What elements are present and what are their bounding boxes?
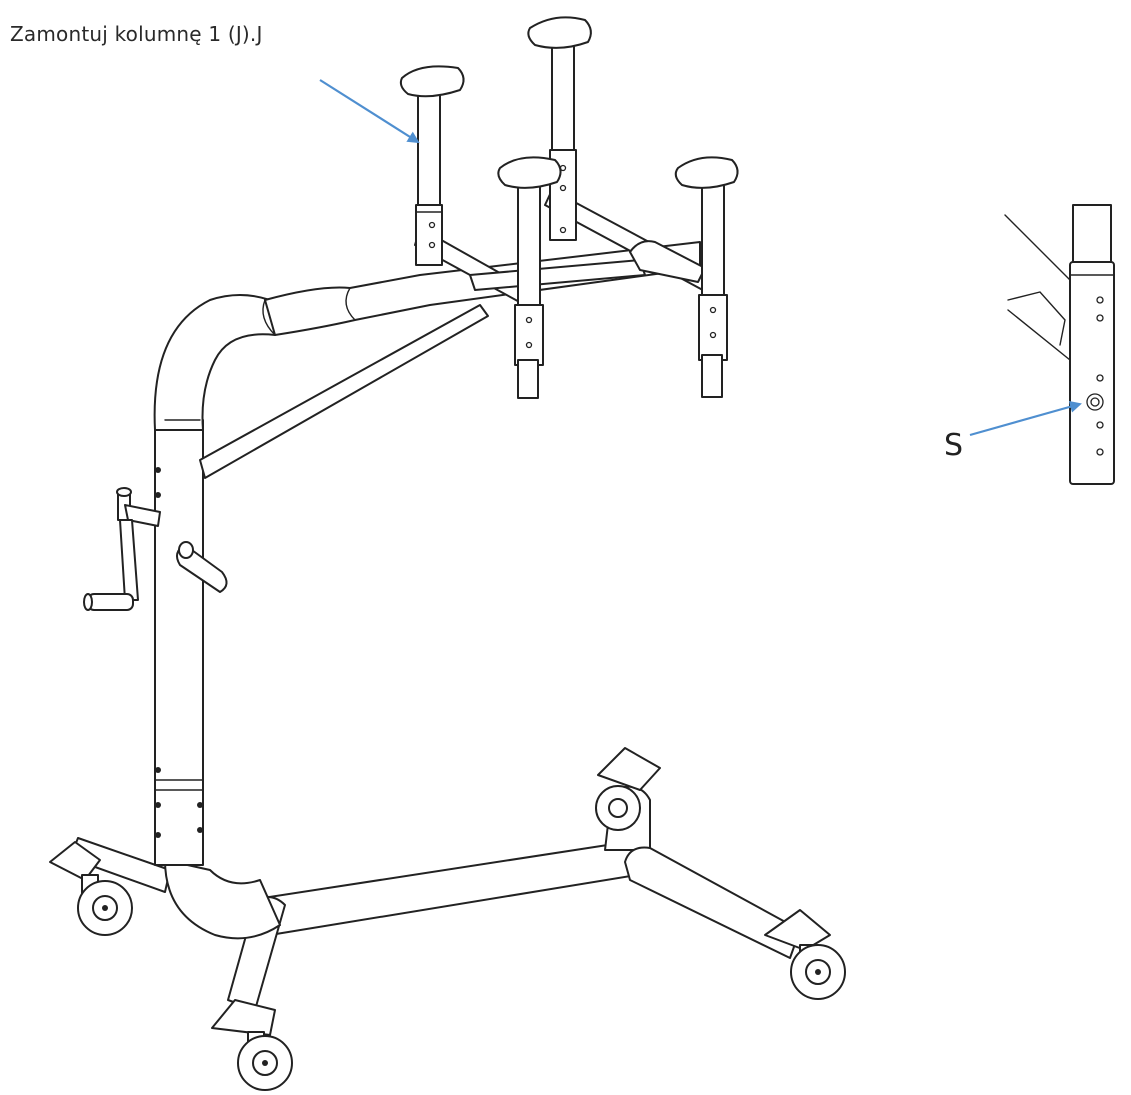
main-column [153,241,701,866]
crank-handle [83,487,161,611]
caster-right [764,909,846,1000]
pointer-arrow-detail [969,400,1082,437]
top-support-frame [414,189,721,306]
pointer-arrow-column [319,79,420,144]
detail-inset [1004,204,1115,485]
column-3 [497,156,562,399]
base-frame [69,785,801,1011]
side-handle [175,541,228,593]
column-4 [674,156,739,398]
instruction-caption: Zamontuj kolumnę 1 (J).J [10,22,263,46]
caster-front-left [49,841,133,936]
detail-label-s: S [944,428,964,463]
caster-front [211,999,293,1091]
column-1 [399,65,465,266]
caster-rear-right [595,747,661,831]
